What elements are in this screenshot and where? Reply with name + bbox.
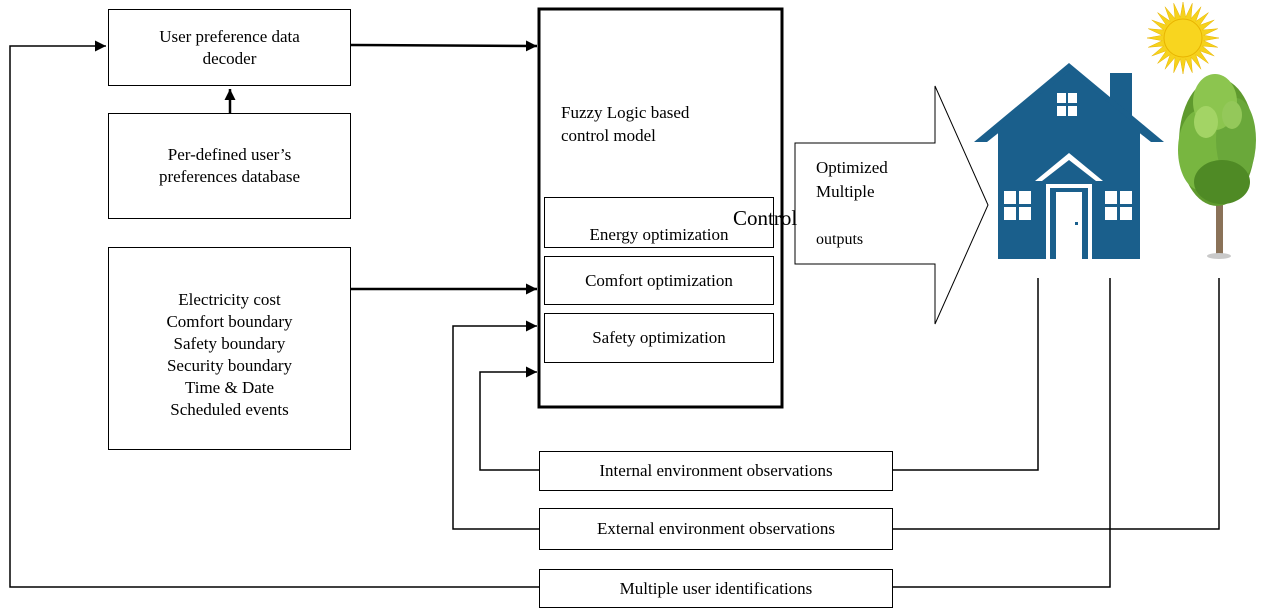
external-return-line [452, 320, 539, 530]
output-arrow-line-2: Multiple [816, 182, 875, 201]
safety-optimization-label: Safety optimization [592, 328, 726, 347]
constraint-item: Time & Date [184, 377, 275, 397]
constraint-item: Scheduled events [170, 399, 289, 419]
external-observations-box: External environment observations [539, 508, 893, 550]
controller-title-line-2: control model [561, 126, 656, 145]
constraint-item: Security boundary [166, 355, 293, 375]
decoder-line-1: User preference data [159, 26, 300, 46]
internal-return-line [479, 366, 539, 471]
output-arrow-line-1: Optimized [816, 158, 888, 177]
comfort-optimization-label: Comfort optimization [585, 270, 733, 290]
constraint-item: Electricity cost [178, 289, 281, 309]
sun-icon [1146, 1, 1220, 75]
decoder-to-controller-arrow [350, 40, 538, 52]
user-id-feedback-line [893, 278, 1111, 588]
preferences-db-box: Per-defined user’s preferences database [108, 113, 351, 219]
user-id-return-line [9, 40, 539, 588]
internal-observations-box: Internal environment observations [539, 451, 893, 491]
house-icon [974, 63, 1164, 259]
controller-box [537, 7, 784, 409]
external-feedback-line [893, 278, 1220, 530]
constraint-item: Comfort boundary [166, 311, 293, 331]
decoder-line-2: decoder [202, 48, 257, 68]
constraint-item: Safety boundary [173, 333, 286, 353]
decoder-box: User preference data decoder [108, 9, 351, 86]
preferences-db-line-2: preferences database [158, 167, 301, 186]
user-identifications-box: Multiple user identifications [539, 569, 893, 608]
energy-optimization-label: Energy optimization [589, 225, 729, 244]
tree-icon [1178, 74, 1256, 259]
controller-title-line-1: Fuzzy Logic based [561, 103, 690, 122]
external-observations-label: External environment observations [597, 519, 835, 538]
energy-optimization-box: Energy optimization [544, 197, 774, 248]
controller-title: Fuzzy Logic based control model [561, 101, 689, 147]
comfort-optimization-box: Comfort optimization [544, 256, 774, 305]
preferences-db-line-1: Per-defined user’s [167, 145, 292, 164]
door-knob [1075, 222, 1078, 225]
internal-observations-label: Internal environment observations [599, 461, 833, 480]
output-arrow-line-3: outputs [816, 231, 864, 248]
internal-feedback-line [893, 278, 1039, 471]
constraints-box: Electricity cost Comfort boundary Safety… [108, 247, 351, 450]
control-label: Control [733, 206, 798, 230]
user-identifications-label: Multiple user identifications [619, 578, 813, 598]
house-details [1004, 93, 1132, 259]
safety-optimization-box: Safety optimization [544, 313, 774, 363]
output-arrow [794, 85, 989, 325]
